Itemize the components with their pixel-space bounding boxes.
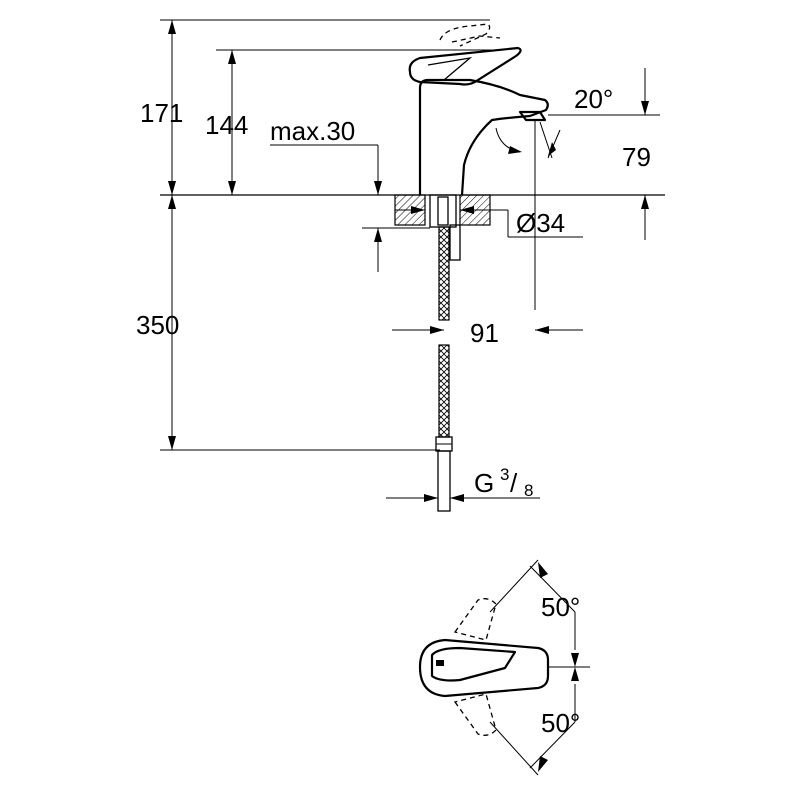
dim-d34: Ø34: [395, 206, 583, 238]
side-view: 171 144 max.30: [136, 19, 665, 512]
flex-hose: [435, 226, 453, 512]
dim-rotate-up-label: 50°: [541, 592, 580, 622]
dim-thread-prefix: G: [474, 468, 494, 498]
dim-79: 79: [548, 68, 660, 240]
dim-91-label: 91: [470, 318, 499, 348]
dim-rotate-down-label: 50°: [541, 708, 580, 738]
dim-144: 144: [205, 50, 248, 195]
top-view: 50° 50°: [418, 559, 590, 776]
dim-max30-label: max.30: [270, 116, 355, 146]
dim-20deg-label: 20°: [574, 84, 613, 114]
dim-max30: max.30: [270, 116, 430, 272]
dim-thread-den: 8: [524, 481, 533, 500]
handle-top-view: [418, 638, 550, 698]
dim-171: 171: [140, 20, 183, 195]
dim-350: 350: [136, 195, 179, 450]
dim-thread-num: 3: [500, 465, 509, 484]
dim-thread-slash: /: [510, 468, 518, 498]
dim-91: 91: [392, 318, 583, 348]
dim-144-label: 144: [205, 110, 248, 140]
dim-350-label: 350: [136, 310, 179, 340]
dim-171-label: 171: [140, 98, 183, 128]
dim-20deg: 20°: [495, 84, 640, 310]
dim-79-label: 79: [622, 142, 651, 172]
dim-thread: G 3 / 8: [386, 465, 540, 502]
faucet-body: [408, 23, 549, 196]
dim-d34-label: Ø34: [516, 208, 565, 238]
